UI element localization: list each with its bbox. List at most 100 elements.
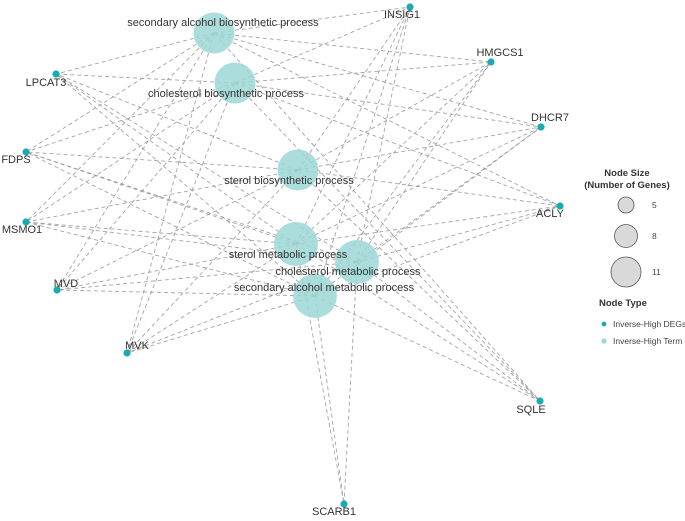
- gene-label: SQLE: [516, 404, 545, 416]
- edge-t2-DHCR7: [234, 82, 542, 128]
- edge-t4-INSIG1: [295, 6, 411, 245]
- gene-label: MSMO1: [2, 224, 42, 236]
- gene-node-fdps[interactable]: [22, 148, 30, 156]
- edge-t6-MVK: [126, 295, 316, 354]
- gene-node-mvd[interactable]: [53, 286, 61, 294]
- edge-t5-SQLE: [356, 261, 541, 402]
- size-legend-label: 5: [652, 200, 657, 210]
- term-label: cholesterol metabolic process: [276, 266, 421, 278]
- term-label: secondary alcohol biosynthetic process: [127, 17, 319, 29]
- edge-t4-MSMO1: [25, 221, 297, 245]
- legend: Node Size (Number of Genes) 5 8 11 Node Ty…: [584, 168, 685, 346]
- size-legend-label: 11: [652, 267, 661, 277]
- edge-t6-SQLE: [314, 295, 541, 402]
- edge-t3-DHCR7: [297, 126, 542, 171]
- gene-node-hmgcs1[interactable]: [487, 58, 495, 66]
- term-node-t1[interactable]: [193, 12, 235, 54]
- term-node-layer: [193, 12, 379, 318]
- edge-t5-ACLY: [356, 205, 561, 263]
- gene-node-mvk[interactable]: [123, 349, 131, 357]
- edge-t4-HMGCS1: [295, 61, 492, 245]
- term-label: cholesterol biosynthetic process: [148, 88, 304, 100]
- gene-label: HMGCS1: [476, 47, 523, 59]
- edge-t1-MSMO1: [25, 32, 215, 223]
- type-legend-gene-swatch: [601, 321, 607, 327]
- term-node-t4[interactable]: [274, 222, 318, 266]
- edge-t3-INSIG1: [297, 6, 411, 171]
- edge-t2-MVD: [56, 82, 236, 291]
- edge-t3-HMGCS1: [297, 61, 492, 171]
- term-node-t5[interactable]: [335, 240, 379, 284]
- term-label: sterol metabolic process: [229, 249, 348, 261]
- gene-label: ACLY: [536, 208, 565, 220]
- term-label: secondary alcohol metabolic process: [234, 282, 415, 294]
- gene-label: INSIG1: [384, 9, 420, 21]
- edge-t4-DHCR7: [295, 126, 542, 245]
- type-legend-label: Inverse-High DEGs: [613, 319, 685, 329]
- edge-t1-MVD: [56, 32, 215, 291]
- gene-node-sqle[interactable]: [536, 397, 544, 405]
- edge-t6-MVD: [56, 289, 316, 297]
- edge-t4-ACLY: [295, 205, 561, 245]
- edge-t4-MVD: [56, 243, 297, 291]
- gene-label: FDPS: [1, 154, 30, 166]
- edge-t3-ACLY: [297, 169, 561, 207]
- edge-t2-LPCAT3: [55, 73, 236, 84]
- type-legend-title: Node Type: [599, 298, 647, 309]
- edge-t6-INSIG1: [314, 6, 411, 297]
- edge-t1-INSIG1: [213, 6, 411, 34]
- type-legend-term-swatch: [601, 338, 607, 344]
- edge-t4-LPCAT3: [55, 73, 297, 245]
- gene-label: LPCAT3: [26, 77, 67, 89]
- term-node-t2[interactable]: [214, 62, 256, 104]
- edge-t2-SQLE: [234, 82, 541, 402]
- size-legend-items: 5 8 11: [610, 196, 661, 288]
- edge-t1-MVK: [126, 32, 215, 354]
- gene-label: MVD: [54, 278, 79, 290]
- edge-t5-MVD: [56, 261, 358, 291]
- size-legend-circle: [617, 196, 635, 214]
- gene-label: SCARB1: [312, 506, 356, 518]
- gene-node-layer: [22, 3, 564, 508]
- edge-t2-HMGCS1: [234, 61, 492, 84]
- term-label: sterol biosynthetic process: [224, 175, 354, 187]
- gene-node-insig1[interactable]: [406, 3, 414, 11]
- gene-node-acly[interactable]: [556, 202, 564, 210]
- edge-t5-DHCR7: [356, 126, 542, 263]
- edge-t5-INSIG1: [356, 6, 411, 263]
- edge-t6-FDPS: [25, 151, 316, 297]
- edge-t4-FDPS: [25, 151, 297, 245]
- edge-t4-MVK: [126, 243, 297, 354]
- edge-t5-SCARB1: [343, 261, 358, 505]
- term-node-t6[interactable]: [293, 274, 337, 318]
- gene-node-scarb1[interactable]: [340, 500, 348, 508]
- edge-t2-MVK: [126, 82, 236, 354]
- edge-t5-MVK: [126, 261, 358, 354]
- edge-t2-ACLY: [234, 82, 561, 207]
- gene-node-lpcat3[interactable]: [52, 70, 60, 78]
- label-layer: secondary alcohol biosynthetic process ch…: [1, 9, 569, 518]
- edge-t6-MSMO1: [25, 221, 316, 297]
- edge-t2-INSIG1: [234, 6, 411, 84]
- edge-t1-ACLY: [213, 32, 561, 207]
- size-legend-title-line2: (Number of Genes): [584, 180, 670, 191]
- size-legend-circle: [614, 224, 638, 248]
- gene-node-dhcr7[interactable]: [537, 123, 545, 131]
- edge-t1-SQLE: [213, 32, 541, 402]
- edge-t2-FDPS: [25, 82, 236, 153]
- edge-t6-LPCAT3: [55, 73, 316, 297]
- size-legend-title-line1: Node Size: [604, 168, 649, 179]
- edge-t4-SQLE: [295, 243, 541, 402]
- edge-t1-DHCR7: [213, 32, 542, 128]
- size-legend-circle: [610, 256, 642, 288]
- edge-t1-FDPS: [25, 32, 215, 153]
- edge-t3-LPCAT3: [55, 73, 299, 171]
- size-legend-label: 8: [652, 231, 657, 241]
- edge-t3-MVD: [56, 169, 299, 291]
- gene-node-msmo1[interactable]: [22, 218, 30, 226]
- gene-label: DHCR7: [531, 112, 569, 124]
- term-node-t3[interactable]: [277, 149, 319, 191]
- type-legend-label: Inverse-High Term: [613, 336, 682, 346]
